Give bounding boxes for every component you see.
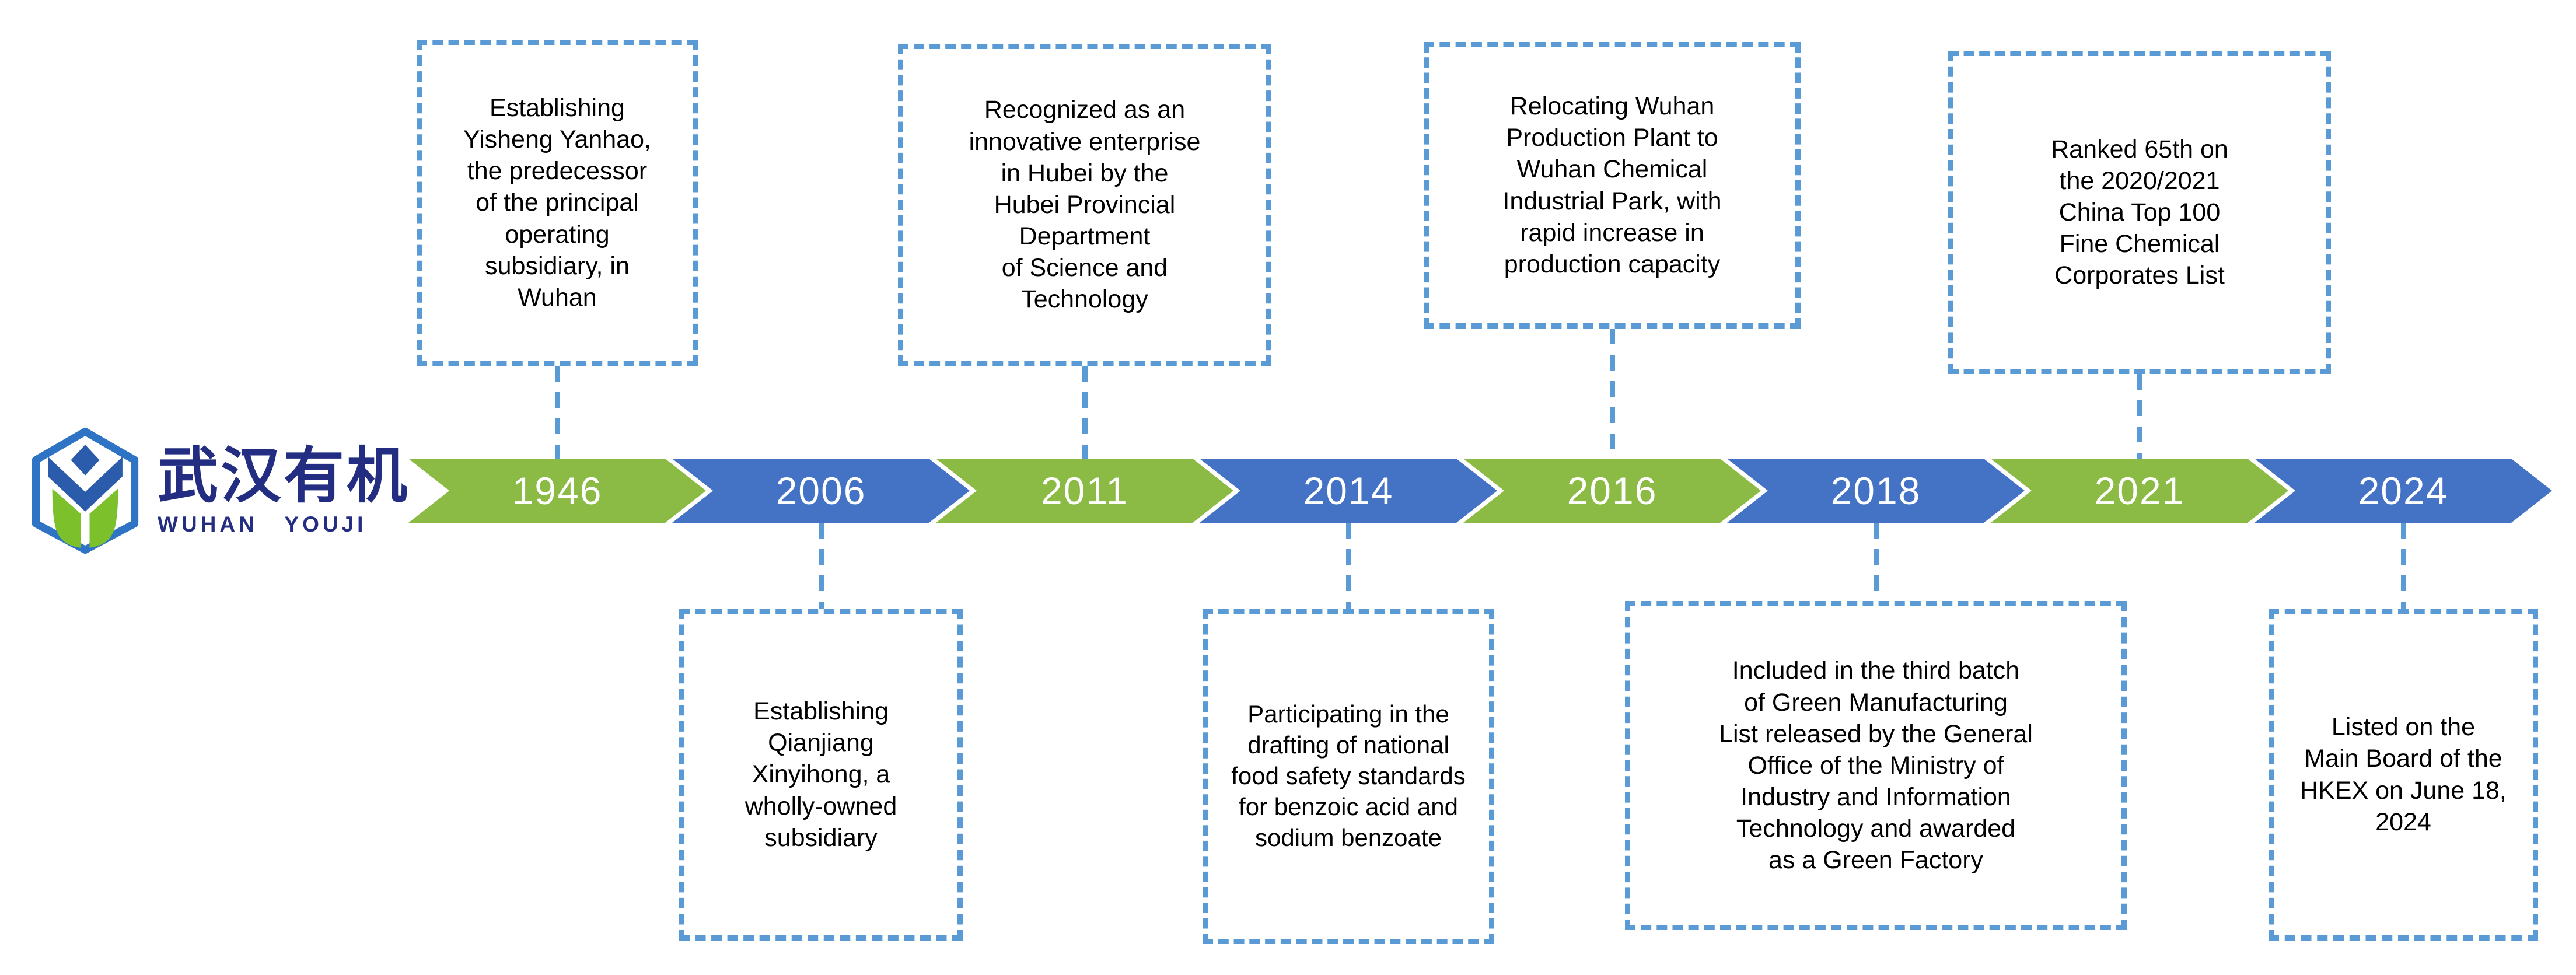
- logo-chinese-name: 武汉有机: [158, 442, 410, 510]
- event-box-1946: Establishing Yisheng Yanhao, the predece…: [417, 40, 698, 366]
- logo-hexagon-icon: [32, 427, 139, 554]
- chevron-2024: 2024: [2255, 459, 2552, 523]
- connector-2018: [1874, 523, 1879, 601]
- year-label: 1946: [512, 469, 603, 512]
- chevron-2014: 2014: [1200, 459, 1497, 523]
- connector-1946: [555, 366, 560, 459]
- year-label: 2021: [2094, 469, 2185, 512]
- event-text-2018: Included in the third batch of Green Man…: [1719, 656, 2033, 875]
- event-box-2018: Included in the third batch of Green Man…: [1625, 601, 2127, 930]
- chevron-2006: 2006: [672, 459, 970, 523]
- connector-2021: [2137, 374, 2142, 459]
- chevron-1946: 1946: [408, 459, 706, 523]
- event-box-2016: Relocating Wuhan Production Plant to Wuh…: [1424, 42, 1801, 329]
- event-box-2011: Recognized as an innovative enterprise i…: [898, 44, 1271, 366]
- connector-2014: [1346, 523, 1351, 609]
- year-label: 2011: [1041, 469, 1128, 512]
- event-text-2006: Establishing Qianjiang Xinyihong, a whol…: [745, 697, 897, 852]
- event-box-2014: Participating in the drafting of nationa…: [1203, 609, 1494, 944]
- event-box-2021: Ranked 65th on the 2020/2021 China Top 1…: [1948, 51, 2331, 374]
- company-logo: 武汉有机 WUHAN YOUJI: [30, 427, 410, 554]
- logo-wordmark: 武汉有机 WUHAN YOUJI: [158, 445, 410, 537]
- chevron-2018: 2018: [1727, 459, 2025, 523]
- connector-2006: [819, 523, 824, 609]
- event-box-2024: Listed on the Main Board of the HKEX on …: [2269, 609, 2538, 941]
- year-label: 2016: [1567, 469, 1658, 512]
- year-label: 2018: [1830, 469, 1921, 512]
- year-label: 2014: [1303, 469, 1394, 512]
- event-text-2014: Participating in the drafting of nationa…: [1231, 700, 1466, 851]
- event-text-1946: Establishing Yisheng Yanhao, the predece…: [463, 93, 651, 312]
- chevron-2021: 2021: [1991, 459, 2288, 523]
- event-text-2021: Ranked 65th on the 2020/2021 China Top 1…: [2051, 135, 2228, 290]
- event-text-2024: Listed on the Main Board of the HKEX on …: [2300, 713, 2507, 836]
- event-text-2016: Relocating Wuhan Production Plant to Wuh…: [1502, 92, 1722, 278]
- connector-2016: [1610, 329, 1615, 459]
- chevron-2011: 2011: [936, 459, 1233, 523]
- event-box-2006: Establishing Qianjiang Xinyihong, a whol…: [679, 609, 963, 941]
- event-text-2011: Recognized as an innovative enterprise i…: [969, 96, 1201, 314]
- logo-english-name: WUHAN YOUJI: [158, 512, 367, 536]
- year-label: 2024: [2358, 469, 2449, 512]
- year-label: 2006: [775, 469, 866, 512]
- timeline-band: 1946 2006 2011 2014 2016 2018 2021 2024: [0, 459, 2576, 523]
- chevron-2016: 2016: [1463, 459, 1761, 523]
- connector-2024: [2401, 523, 2406, 609]
- connector-2011: [1082, 366, 1088, 459]
